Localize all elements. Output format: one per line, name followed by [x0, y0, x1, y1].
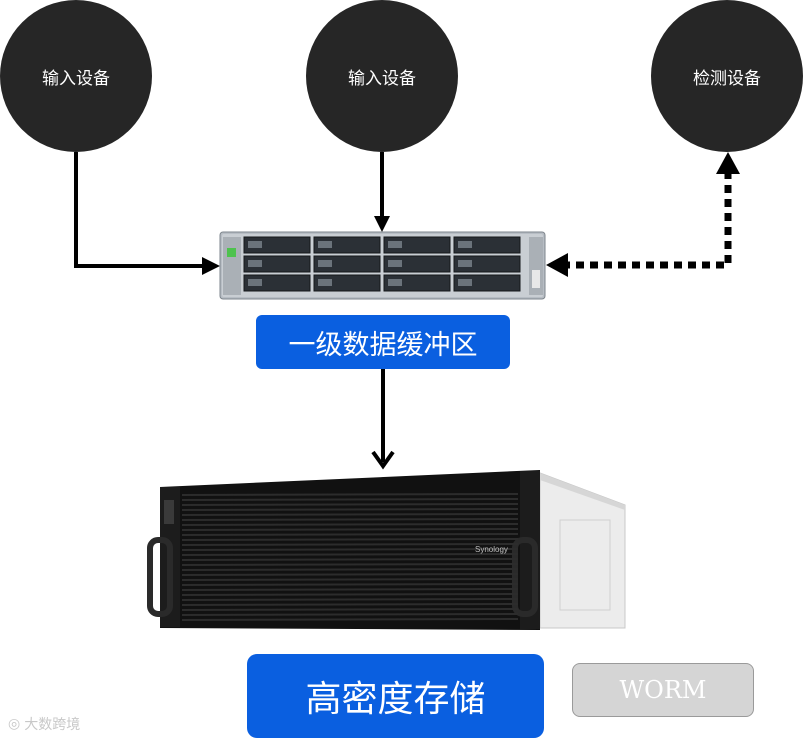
grille-line	[181, 608, 519, 611]
drive-bay-handle	[318, 279, 332, 286]
buffer-label: 一级数据缓冲区	[256, 315, 510, 369]
detection-device-label: 检测设备	[693, 68, 761, 89]
arrowhead-input-2	[374, 216, 390, 232]
drive-bay-handle	[248, 279, 262, 286]
drive-bay-handle	[248, 260, 262, 267]
arrowhead-to-detection	[716, 152, 740, 174]
rack-server-image	[219, 231, 546, 300]
drive-bay-handle	[458, 241, 472, 248]
buffer-label-text: 一级数据缓冲区	[288, 329, 478, 361]
grille-line	[181, 613, 519, 616]
detection-device-node: 检测设备	[651, 0, 803, 152]
grille-line	[181, 498, 519, 501]
storage-power-icon	[164, 500, 174, 524]
drive-bay-handle	[458, 260, 472, 267]
drive-bay-handle	[248, 241, 262, 248]
arrowhead-to-buffer	[546, 253, 568, 277]
power-led-icon	[227, 248, 236, 257]
grille-line	[181, 593, 519, 596]
grille-line	[181, 528, 519, 531]
storage-label: 高密度存储	[247, 654, 544, 738]
watermark-text: 大数跨境	[24, 717, 81, 733]
grille-line	[181, 603, 519, 606]
grille-line	[181, 573, 519, 576]
grille-line	[181, 553, 519, 556]
grille-line	[181, 503, 519, 506]
worm-label-text: WORM	[619, 676, 707, 704]
grille-line	[181, 543, 519, 546]
grille-line	[181, 618, 519, 621]
arrowhead-buffer-to-storage	[371, 450, 395, 470]
drive-bay-handle	[388, 279, 402, 286]
arrow-input-1-to-buffer	[74, 152, 206, 268]
grille-line	[181, 588, 519, 591]
drive-bay-handle	[388, 241, 402, 248]
watermark: ◎ 大数跨境	[8, 714, 80, 734]
worm-label: WORM	[572, 663, 754, 717]
storage-brand-text: Synology	[475, 545, 508, 554]
grille-line	[181, 558, 519, 561]
grille-line	[181, 523, 519, 526]
grille-line	[181, 508, 519, 511]
arrowhead-input-1	[202, 257, 220, 275]
grille-line	[181, 518, 519, 521]
storage-chassis-image: Synology	[147, 470, 626, 630]
drive-bay-handle	[318, 241, 332, 248]
grille-line	[181, 568, 519, 571]
grille-line	[181, 538, 519, 541]
grille-line	[181, 533, 519, 536]
dotted-arrow-detection	[562, 170, 732, 269]
grille-line	[181, 493, 519, 496]
storage-label-text: 高密度存储	[305, 679, 486, 720]
grille-line	[181, 563, 519, 566]
input-device-label-1: 输入设备	[42, 68, 110, 89]
grille-line	[181, 513, 519, 516]
input-device-label-2: 输入设备	[348, 68, 416, 89]
watermark-logo-icon: ◎	[8, 716, 21, 732]
drive-bay-handle	[388, 260, 402, 267]
input-device-node-2: 输入设备	[306, 0, 458, 152]
grille-line	[181, 583, 519, 586]
grille-line	[181, 548, 519, 551]
input-device-node-1: 输入设备	[0, 0, 152, 152]
drive-bay-handle	[318, 260, 332, 267]
grille-line	[181, 598, 519, 601]
drive-bay-handle	[458, 279, 472, 286]
grille-line	[181, 578, 519, 581]
